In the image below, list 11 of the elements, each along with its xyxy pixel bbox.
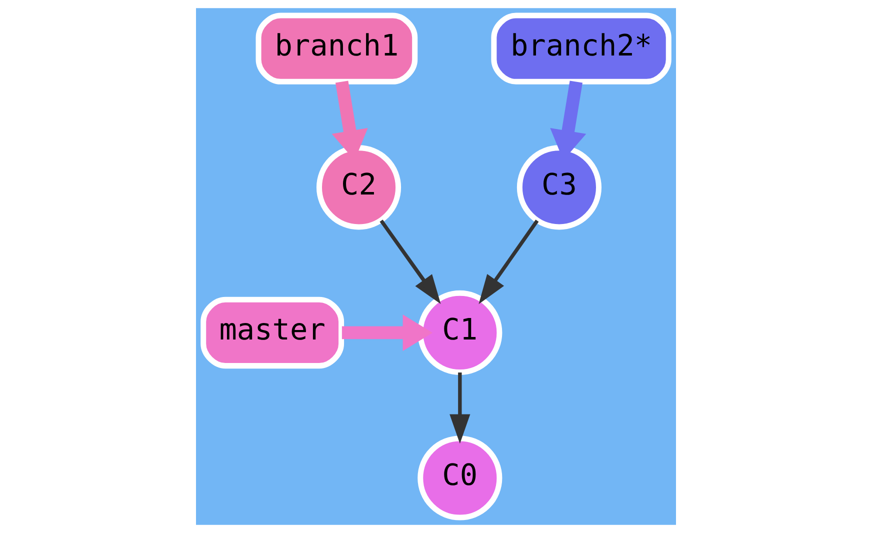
arrow: [379, 220, 440, 304]
node-box: master: [200, 296, 344, 369]
node-circle: C3: [516, 145, 602, 230]
node-box: branch2*: [490, 12, 671, 84]
node-box: branch1: [255, 12, 418, 84]
arrow: [478, 220, 538, 304]
node-circle: C2: [316, 145, 401, 230]
node-circle: C0: [417, 436, 502, 520]
node-circle: C1: [417, 290, 502, 375]
arrow: [449, 372, 470, 444]
arrow: [341, 314, 432, 351]
